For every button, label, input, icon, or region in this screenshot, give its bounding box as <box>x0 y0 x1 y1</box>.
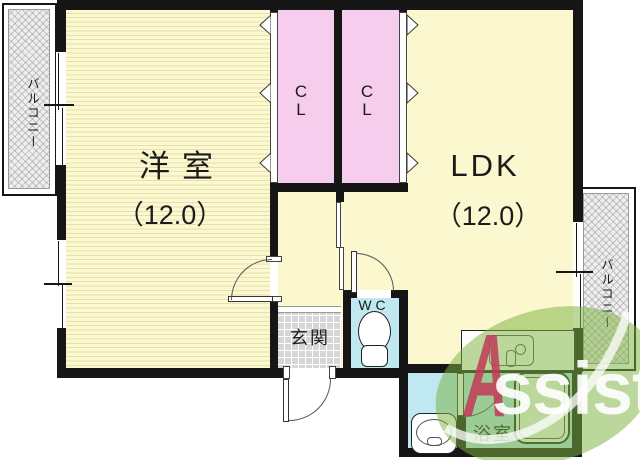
watermark-letter-a: A <box>463 309 509 441</box>
closet-right-label: C L <box>360 82 374 120</box>
western-room-label: 洋室 <box>139 149 225 184</box>
wall-bath-left <box>399 364 408 457</box>
ldk-label: LDK <box>450 148 520 183</box>
bifold-triangle-icon <box>259 152 271 174</box>
western-room-door-opening <box>270 262 278 298</box>
wc-label: WC <box>358 297 390 313</box>
wall-bottom-west <box>57 368 288 378</box>
window-pane-line <box>62 283 63 328</box>
window-pane-line <box>580 274 581 328</box>
bifold-triangle-icon <box>407 14 419 36</box>
closet-left-label: C L <box>294 82 308 120</box>
wall-room-divider-low <box>270 298 278 378</box>
wall-closet-right-top-stub <box>399 0 407 14</box>
wall-closet-divider <box>334 0 342 192</box>
assist-watermark-logo: A ssist <box>435 306 640 460</box>
window-pane-line <box>58 53 59 110</box>
window-pane-line <box>58 241 59 286</box>
door-jamb <box>329 366 336 379</box>
wall-bottom-center <box>331 368 408 378</box>
entrance-step-line <box>277 306 341 313</box>
wash-basin-drain <box>427 437 442 446</box>
window-pane-line <box>576 223 577 277</box>
window-center-tick <box>44 104 74 106</box>
wall-room-divider-mid <box>270 183 278 262</box>
window-center-tick <box>44 283 72 285</box>
wall-top <box>57 0 583 10</box>
door-jamb <box>283 366 290 379</box>
window-balcony-right <box>573 222 583 328</box>
entrance-door-leaf <box>283 379 289 422</box>
entrance-tile-floor <box>277 308 341 372</box>
closet-right-floor <box>342 5 401 188</box>
window-center-tick <box>556 271 593 273</box>
wall-room-divider-top-stub <box>270 0 278 14</box>
wall-wc-right <box>399 290 408 375</box>
wc-door-opening <box>357 290 391 298</box>
entrance-label: 玄関 <box>290 328 330 348</box>
entrance-door-swing-arc <box>289 379 331 421</box>
wall-left <box>57 0 66 378</box>
closet-left-bifold-door <box>270 12 278 183</box>
toilet-tank-icon <box>361 345 388 367</box>
closet-right-bifold-door <box>399 12 407 183</box>
balcony-left-deck <box>8 9 50 189</box>
bifold-triangle-icon <box>259 14 271 36</box>
balcony-left-label: バルコニー <box>25 76 39 150</box>
ldk-size: （12.0） <box>434 201 542 231</box>
bifold-triangle-icon <box>259 82 271 104</box>
hall-ldk-sliding-door-panel <box>339 247 344 290</box>
bifold-triangle-icon <box>407 82 419 104</box>
hall-ldk-sliding-door-panel <box>336 202 341 248</box>
wall-wc-left <box>343 290 351 375</box>
western-room-floor <box>61 5 276 372</box>
window-pane-line <box>62 108 63 165</box>
watermark-letters-ssist: ssist <box>492 347 640 430</box>
entrance-door-opening <box>288 368 331 378</box>
window-balcony-left <box>56 52 66 165</box>
closet-left-floor <box>278 5 336 188</box>
bifold-triangle-icon <box>407 152 419 174</box>
western-room-size: （12.0） <box>116 200 224 230</box>
wall-right <box>573 0 583 372</box>
wall-slide-door-stub <box>336 192 344 202</box>
